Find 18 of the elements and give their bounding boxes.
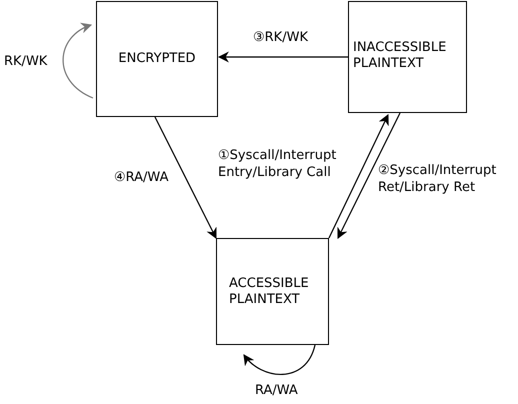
edge-label: ①Syscall/Interrupt Entry/Library Call xyxy=(218,147,338,181)
state-box xyxy=(96,1,218,117)
edge-label: ②Syscall/Interrupt Ret/Library Ret xyxy=(378,162,498,196)
edge-label: RK/WK xyxy=(4,53,48,70)
state-box xyxy=(216,238,329,345)
transition-arrow xyxy=(337,112,401,239)
state-label: ENCRYPTED xyxy=(118,51,196,67)
transition-arrow xyxy=(243,344,316,375)
edge-label: RA/WA xyxy=(255,382,298,399)
transition-arrow xyxy=(218,52,348,62)
transition-arrow xyxy=(328,114,389,238)
transition-arrow xyxy=(154,116,217,239)
state-label: INACCESSIBLE PLAINTEXT xyxy=(353,40,448,72)
state-label: ACCESSIBLE PLAINTEXT xyxy=(229,276,310,308)
transition-arrow xyxy=(62,24,94,99)
edge-label: ③RK/WK xyxy=(253,29,308,46)
state-box xyxy=(348,1,467,113)
edge-label: ④RA/WA xyxy=(114,169,168,186)
